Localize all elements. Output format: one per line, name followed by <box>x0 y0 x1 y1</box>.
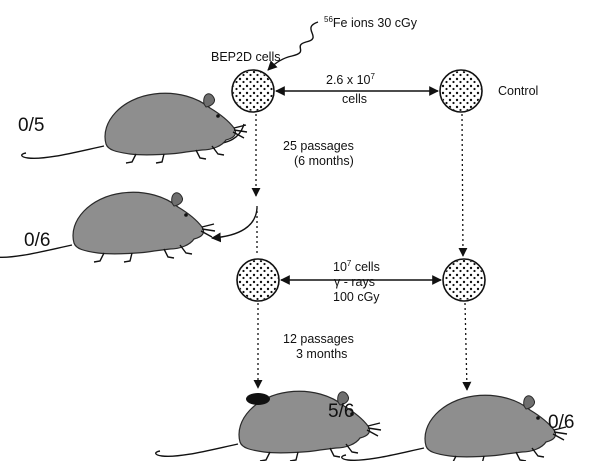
cell-culture-control-passaged <box>442 258 486 302</box>
gamma-dose-label: 100 cGy <box>333 290 380 304</box>
flow-arrow-right-2 <box>462 302 472 391</box>
rat-3-with-tumor <box>155 390 382 461</box>
flow-arrow-right-1 <box>458 113 468 257</box>
cell-culture-control <box>439 69 483 113</box>
result-gamma-rays: 5/6 <box>328 401 354 422</box>
seed-count-label: 2.6 x 107 <box>326 72 375 87</box>
result-25-passages: 0/6 <box>24 230 50 251</box>
iron-ion-beam-arrow <box>267 21 319 71</box>
iron-ions-label: 56Fe ions 30 cGy <box>324 15 418 30</box>
result-control: 0/6 <box>548 412 574 433</box>
rat-4-control <box>341 394 568 461</box>
passages-2-line2: 3 months <box>296 347 347 361</box>
passages-1-line2: (6 months) <box>294 154 354 168</box>
injection-arrow-2 <box>211 207 258 243</box>
cell-culture-bep2d <box>231 69 275 113</box>
passages-2-line1: 12 passages <box>283 332 354 346</box>
seed-count-unit: cells <box>342 92 367 106</box>
passages-1-line1: 25 passages <box>283 139 354 153</box>
rat-1 <box>21 92 248 164</box>
result-iron-ions: 0/5 <box>18 115 44 136</box>
control-label: Control <box>498 84 538 98</box>
bep2d-cells-label: BEP2D cells <box>211 50 280 64</box>
gamma-count-label: 107 cells <box>333 259 380 274</box>
rat-2 <box>0 191 216 263</box>
gamma-rays-label: γ - rays <box>334 275 375 289</box>
tumor <box>246 393 270 405</box>
cell-culture-bep2d-passaged <box>236 258 280 302</box>
